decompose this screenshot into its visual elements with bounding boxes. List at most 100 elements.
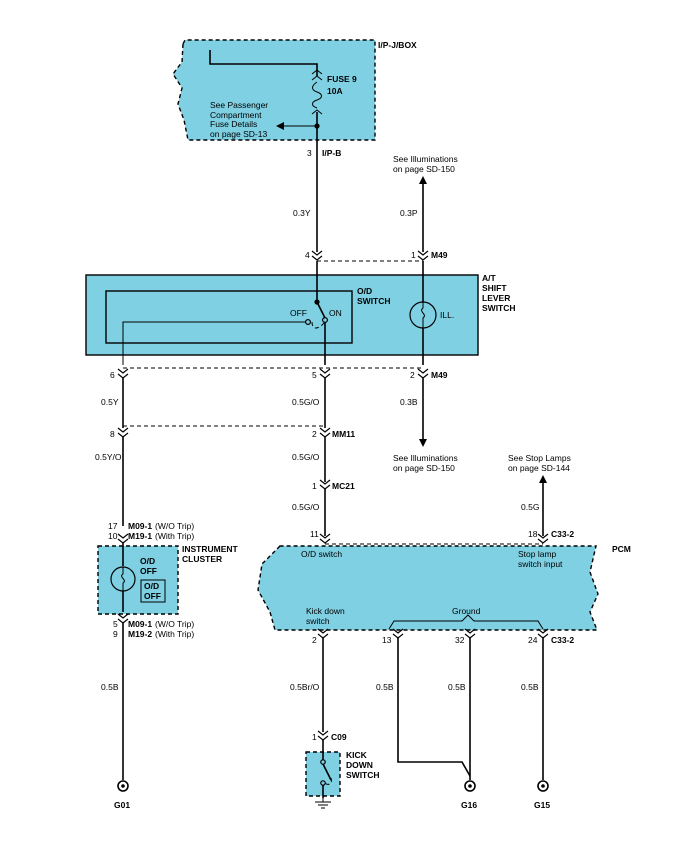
wire-label-w9: 0.5G: [521, 502, 539, 512]
cluster-top-pin1: 17: [108, 521, 118, 531]
ground-g01-label: G01: [114, 800, 130, 810]
cluster-od-2: OFF: [140, 566, 157, 576]
cluster-bot-pin1: 5: [113, 619, 118, 629]
pcm-bot-connector: C33-2: [551, 635, 574, 645]
fuse-note-1: See Passenger: [210, 100, 268, 110]
wire-label-w2: 0.3P: [400, 208, 418, 218]
wire-label-w6: 0.5Y/O: [95, 452, 122, 462]
m49-bot-pin-mid: 5: [312, 370, 317, 380]
wire-label-w10: 0.5B: [101, 682, 119, 692]
chassis-ground-icon: [315, 798, 331, 809]
ip-junction-box: I/P-J/BOX FUSE 9 10A See Passenger Compa…: [172, 39, 417, 150]
od-on-label: ON: [329, 308, 342, 318]
ipb-pin: 3: [307, 148, 312, 158]
mm11-pin-left: 8: [110, 429, 115, 439]
cluster-label-2: CLUSTER: [182, 554, 222, 564]
shift-lever-label-4: SWITCH: [482, 303, 516, 313]
fuse-note-2: Compartment: [210, 110, 262, 120]
cluster-bot-desc1: (W/O Trip): [155, 619, 194, 629]
pcm-od-switch: O/D switch: [301, 549, 342, 559]
wire-label-w4: 0.5G/O: [292, 397, 320, 407]
cluster-bot-conn1: M09-1: [128, 619, 152, 629]
shift-lever-label-2: SHIFT: [482, 283, 507, 293]
wire-label-w1: 0.3Y: [293, 208, 311, 218]
cluster-top-pin2: 10: [108, 531, 118, 541]
kickdown-switch: KICK DOWN SWITCH: [305, 740, 380, 798]
stop-lamps-line2: on page SD-144: [508, 463, 570, 473]
wire-label-w13: 0.5B: [448, 682, 466, 692]
od-switch-label-2: SWITCH: [357, 296, 391, 306]
pcm-kick-2: switch: [306, 616, 330, 626]
pcm-bot-pin1: 2: [312, 635, 317, 645]
fuse-name: FUSE 9: [327, 74, 357, 84]
kickdown-label-1: KICK: [346, 750, 368, 760]
instrument-cluster: O/D OFF O/D OFF INSTRUMENT CLUSTER: [97, 542, 239, 615]
fuse-note-3: Fuse Details: [210, 119, 257, 129]
pcm-kick-1: Kick down: [306, 606, 345, 616]
wire-label-w5: 0.3B: [400, 397, 418, 407]
illum-bot-line2: on page SD-150: [393, 463, 455, 473]
cluster-top-desc1: (W/O Trip): [155, 521, 194, 531]
mc21-pin: 1: [312, 481, 317, 491]
m49-top-connector: M49: [431, 250, 448, 260]
shift-lever-switch: OFF ON O/D SWITCH ILL. A/T SHIFT LEVER S…: [85, 261, 516, 365]
fuse-note-4: on page SD-13: [210, 129, 267, 139]
ground-g15-label: G15: [534, 800, 550, 810]
illum-bot-line1: See Illuminations: [393, 453, 458, 463]
cluster-box-2: OFF: [144, 591, 161, 601]
cluster-top-desc2: (With Trip): [155, 531, 194, 541]
stop-lamps-line1: See Stop Lamps: [508, 453, 571, 463]
pcm-bot-pin4: 24: [528, 635, 538, 645]
kickdown-label-3: SWITCH: [346, 770, 380, 780]
kickdown-label-2: DOWN: [346, 760, 373, 770]
ipb-connector: I/P-B: [322, 148, 341, 158]
wire-label-w14: 0.5B: [521, 682, 539, 692]
m49-top-pin-right: 1: [411, 250, 416, 260]
mc21-connector: MC21: [332, 481, 355, 491]
wire-label-w7: 0.5G/O: [292, 452, 320, 462]
cluster-bot-conn2: M19-2: [128, 629, 152, 639]
cluster-label-1: INSTRUMENT: [182, 544, 239, 554]
od-switch-label-1: O/D: [357, 286, 372, 296]
pcm-module: PCM O/D switch Stop lamp switch input Ki…: [257, 544, 631, 631]
pcm-label: PCM: [612, 544, 631, 554]
shift-lever-label-3: LEVER: [482, 293, 510, 303]
wire-label-w12: 0.5B: [376, 682, 394, 692]
pcm-stop-1: Stop lamp: [518, 549, 557, 559]
fuse-rating: 10A: [327, 86, 343, 96]
mm11-pin-right: 2: [312, 429, 317, 439]
ipj-box-label: I/P-J/BOX: [378, 40, 417, 50]
ground-g01-icon: [117, 780, 129, 792]
m49-top-pin-left: 4: [305, 250, 310, 260]
ground-g16-icon: [464, 780, 476, 792]
pcm-stop-2: switch input: [518, 559, 563, 569]
pcm-top-pin-left: 11: [310, 529, 319, 539]
wire-label-w3: 0.5Y: [101, 397, 119, 407]
od-off-label: OFF: [290, 308, 307, 318]
cluster-bot-pin2: 9: [113, 629, 118, 639]
ground-g16-label: G16: [461, 800, 477, 810]
illum-top-line2: on page SD-150: [393, 164, 455, 174]
pcm-ground: Ground: [452, 606, 481, 616]
pcm-top-connector: C33-2: [551, 529, 574, 539]
shift-lever-label-1: A/T: [482, 273, 497, 283]
fuse-9-icon: [311, 69, 323, 115]
c09-connector: C09: [331, 732, 347, 742]
mm11-connector: MM11: [332, 429, 355, 439]
pcm-bot-pin3: 32: [455, 635, 465, 645]
c09-pin: 1: [312, 732, 317, 742]
cluster-box-1: O/D: [144, 581, 159, 591]
cluster-od-1: O/D: [140, 556, 155, 566]
illum-top-line1: See Illuminations: [393, 154, 458, 164]
wire-label-w8: 0.5G/O: [292, 502, 320, 512]
cluster-top-conn1: M09-1: [128, 521, 152, 531]
pcm-bot-pin2: 13: [382, 635, 392, 645]
cluster-bot-desc2: (With Trip): [155, 629, 194, 639]
cluster-top-conn2: M19-1: [128, 531, 152, 541]
ill-label: ILL.: [440, 310, 454, 320]
m49-bot-pin-left: 6: [110, 370, 115, 380]
wire-label-w11: 0.5Br/O: [290, 682, 320, 692]
m49-bot-pin-right: 2: [410, 370, 415, 380]
ground-g15-icon: [537, 780, 549, 792]
